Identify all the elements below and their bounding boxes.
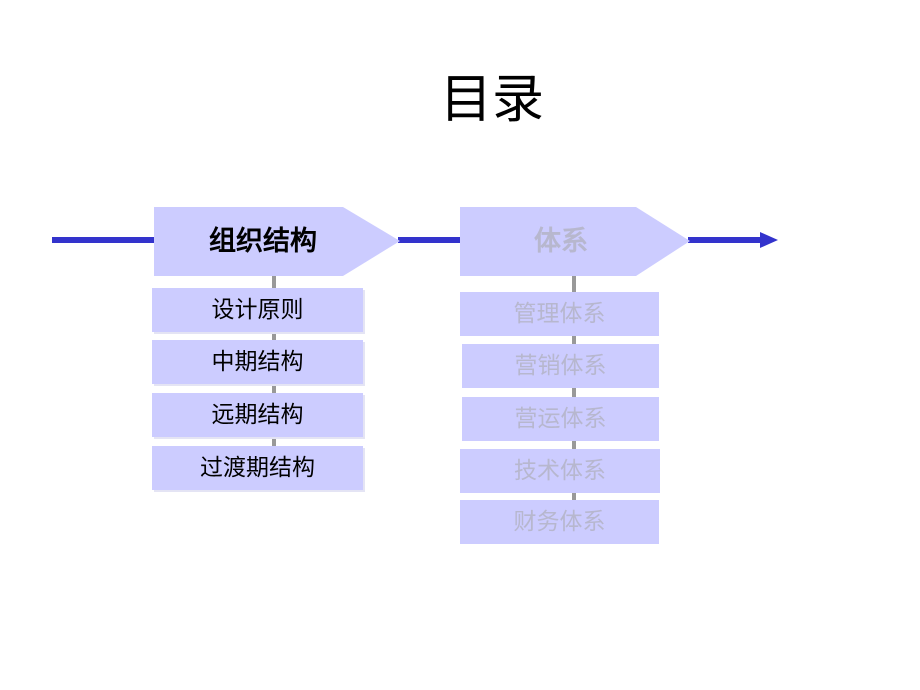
section-2-item[interactable]: 营销体系 xyxy=(462,344,659,388)
section-1-header-shape xyxy=(154,207,400,276)
section-1-item[interactable]: 远期结构 xyxy=(152,393,363,437)
section-1-item[interactable]: 设计原则 xyxy=(152,288,363,332)
section-2-item[interactable]: 技术体系 xyxy=(460,449,660,493)
page-title: 目录 xyxy=(440,70,545,130)
section-1-item[interactable]: 过渡期结构 xyxy=(152,446,363,490)
section-2-header-shape xyxy=(460,207,690,276)
timeline-arrowhead-icon xyxy=(760,232,778,248)
section-1-header[interactable]: 组织结构 xyxy=(209,225,317,257)
section-2-item[interactable]: 管理体系 xyxy=(460,292,659,336)
section-2-item[interactable]: 财务体系 xyxy=(460,500,659,544)
section-1-item[interactable]: 中期结构 xyxy=(152,340,363,384)
section-2-header[interactable]: 体系 xyxy=(534,225,588,257)
section-2-item[interactable]: 营运体系 xyxy=(462,397,659,441)
